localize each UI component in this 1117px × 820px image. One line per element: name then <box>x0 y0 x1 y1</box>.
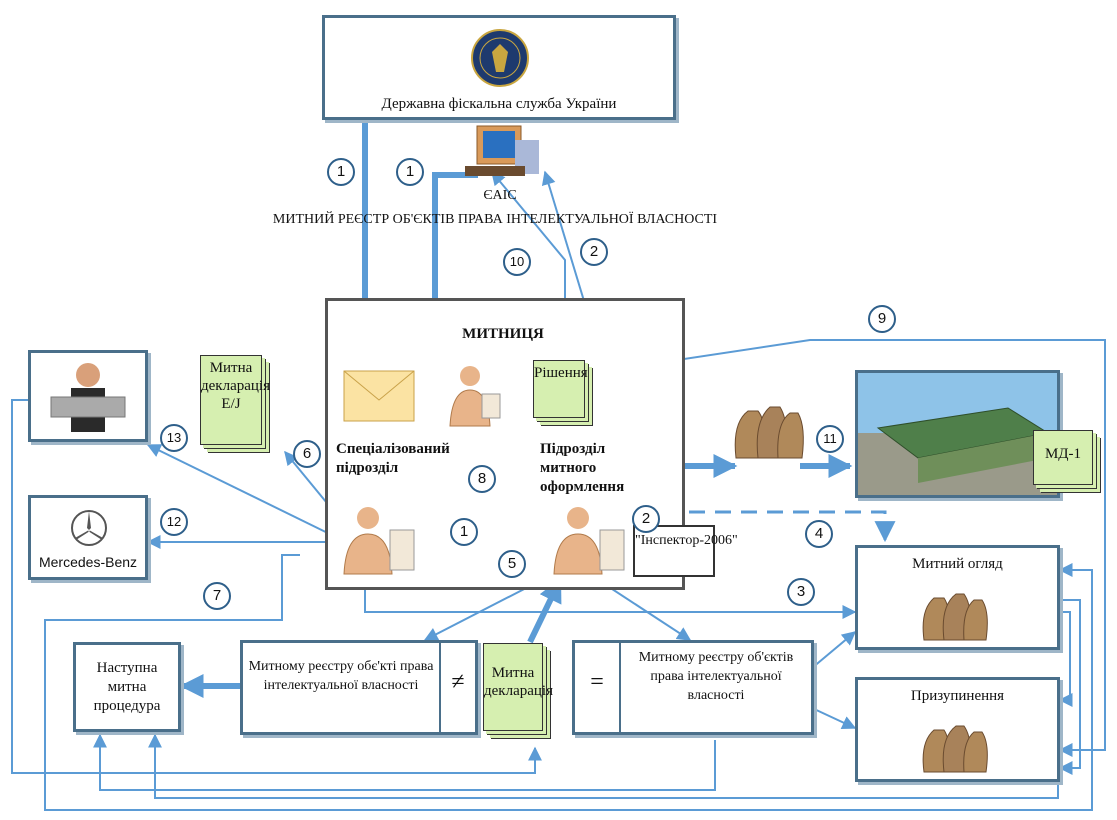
not-equal-symbol: ≠ <box>451 669 465 695</box>
step-13: 13 <box>160 424 188 452</box>
fiscal-service-title: Державна фіскальна служба України <box>381 96 617 112</box>
next-procedure-box: Наступна митна процедура <box>73 642 181 732</box>
step-1-between: 1 <box>450 518 478 546</box>
fiscal-service-box: Державна фіскальна служба України <box>322 15 676 120</box>
step-1-eais: 1 <box>396 158 424 186</box>
inspection-goods-icon <box>922 593 988 641</box>
computer-icon <box>465 125 539 176</box>
step-11: 11 <box>816 425 844 453</box>
clearance-officer-icon <box>553 507 625 575</box>
arrow-loop-person <box>11 399 542 774</box>
arrow-loop-next2 <box>148 733 1059 799</box>
specialist-officer-icon <box>343 507 415 575</box>
step-9: 9 <box>868 305 896 333</box>
arrow-loop-next1 <box>93 733 716 791</box>
declaration-document: Митна декларація <box>483 643 553 731</box>
step-12: 12 <box>160 508 188 536</box>
warehouse-icon <box>858 373 1057 495</box>
goods-sacks-icon <box>734 406 804 459</box>
customs-inspection-label: Митний огляд <box>912 556 1003 572</box>
step-2-inspector: 2 <box>632 505 660 533</box>
declaration-ej-document: Митна декларація Е/J <box>200 355 270 445</box>
warehouse-box <box>855 370 1060 498</box>
arrow-decl-up <box>527 577 563 644</box>
envelope-icon <box>343 370 415 422</box>
arrow-match-suspension <box>811 707 857 730</box>
step-3: 3 <box>787 578 815 606</box>
decision-document: Рішення <box>533 360 588 418</box>
fiscal-service-logo <box>471 29 529 87</box>
mercedes-logo-icon <box>71 510 107 546</box>
arrow-loop-7 <box>44 554 1093 811</box>
inspector-2006-box: "Інспектор-2006" <box>633 525 738 577</box>
md1-document: МД-1 <box>1033 430 1093 485</box>
arrow-9 <box>597 339 1106 757</box>
step-10: 10 <box>503 248 531 276</box>
suspension-label: Призупинення <box>910 688 1005 704</box>
registry-caption: МИТНИЙ РЕЄСТР ОБ'ЄКТІВ ПРАВА ІНТЕЛЕКТУАЛ… <box>272 212 718 227</box>
step-2-up: 2 <box>580 238 608 266</box>
suspension-box: Призупинення <box>855 677 1060 782</box>
next-procedure-label: Наступна митна процедура <box>93 660 161 714</box>
officer-icon <box>449 366 501 427</box>
clearance-unit-label: Підрозділ митного оформлення <box>540 441 625 495</box>
arrow-13 <box>146 444 343 541</box>
rights-holder-icon <box>50 363 126 432</box>
suspension-goods-icon <box>922 725 988 773</box>
registry-mismatch-box: Митному реєстру обє'кті права інтелектуа… <box>240 640 478 735</box>
step-1-fiscal: 1 <box>327 158 355 186</box>
arrow-inspection-right <box>1058 599 1081 775</box>
step-6: 6 <box>293 440 321 468</box>
specialized-unit-label: Спеціалізований підрозділ <box>336 441 450 476</box>
step-4: 4 <box>805 520 833 548</box>
step-5: 5 <box>498 550 526 578</box>
arrow-inspection-right2 <box>1058 611 1073 707</box>
customs-title: МИТНИЦЯ <box>462 326 544 342</box>
rights-holder-box <box>28 350 148 442</box>
step-7: 7 <box>203 582 231 610</box>
equal-symbol: = <box>590 669 604 695</box>
customs-inspection-box: Митний огляд <box>855 545 1060 650</box>
inspector-2006-label: "Інспектор-2006" <box>635 533 738 548</box>
mercedes-benz-box: Mercedes-Benz <box>28 495 148 580</box>
registry-match-box: = Митному реєстру об'єктів права інтелек… <box>572 640 814 735</box>
registry-mismatch-label: Митному реєстру обє'кті права інтелектуа… <box>248 659 434 693</box>
arrow-match-inspection <box>811 631 857 669</box>
step-8: 8 <box>468 465 496 493</box>
eais-label: ЄАІС <box>483 188 517 203</box>
customs-box <box>325 298 685 590</box>
registry-match-label: Митному реєстру об'єктів права інтелекту… <box>638 650 794 703</box>
mercedes-label: Mercedes-Benz <box>38 554 138 570</box>
